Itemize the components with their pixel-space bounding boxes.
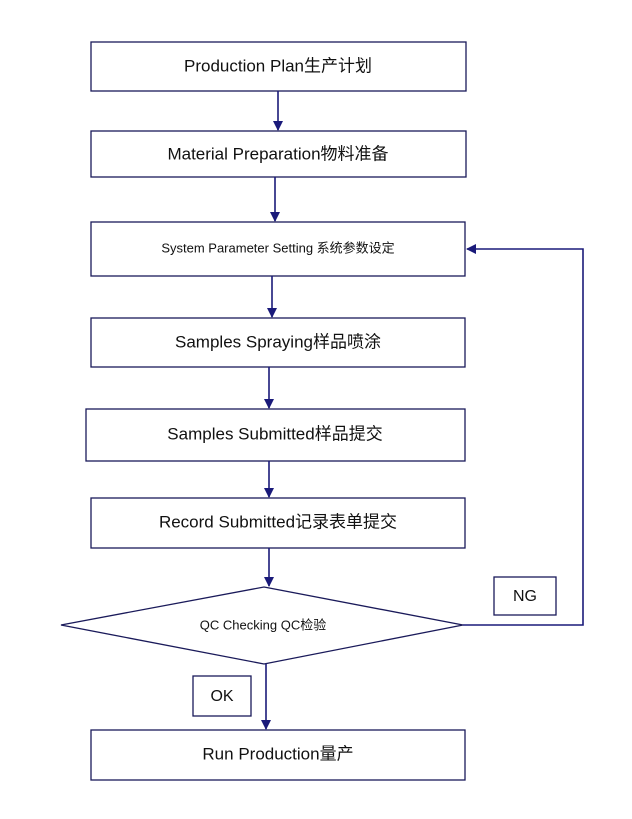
step-samples-submitted-box [85,408,466,462]
step-production-plan-label: Production Plan生产计划 [184,56,372,75]
arrow-ng-loop-back [463,244,584,626]
step-material-preparation-box [90,130,467,178]
step-system-parameter-label: System Parameter Setting 系统参数设定 [161,240,394,255]
step-material-preparation-label: Material Preparation物料准备 [167,144,388,163]
decision-qc-checking-label: QC Checking QC检验 [200,617,326,632]
ng-label-box [493,576,557,616]
step-record-submitted-label: Record Submitted记录表单提交 [159,512,397,531]
decision-qc-checking-diamond [60,586,464,665]
step-samples-submitted-label: Samples Submitted样品提交 [167,424,382,443]
step-record-submitted-box [90,497,466,549]
step-samples-spraying-box [90,317,466,368]
ok-label-box [192,675,252,717]
step-run-production-box [90,729,466,781]
step-run-production-label: Run Production量产 [202,744,353,763]
step-production-plan-box [90,41,467,92]
step-system-parameter-box [90,221,466,277]
ng-label: NG [513,588,537,605]
step-samples-spraying-label: Samples Spraying样品喷涂 [175,332,381,351]
ok-label: OK [210,688,233,705]
